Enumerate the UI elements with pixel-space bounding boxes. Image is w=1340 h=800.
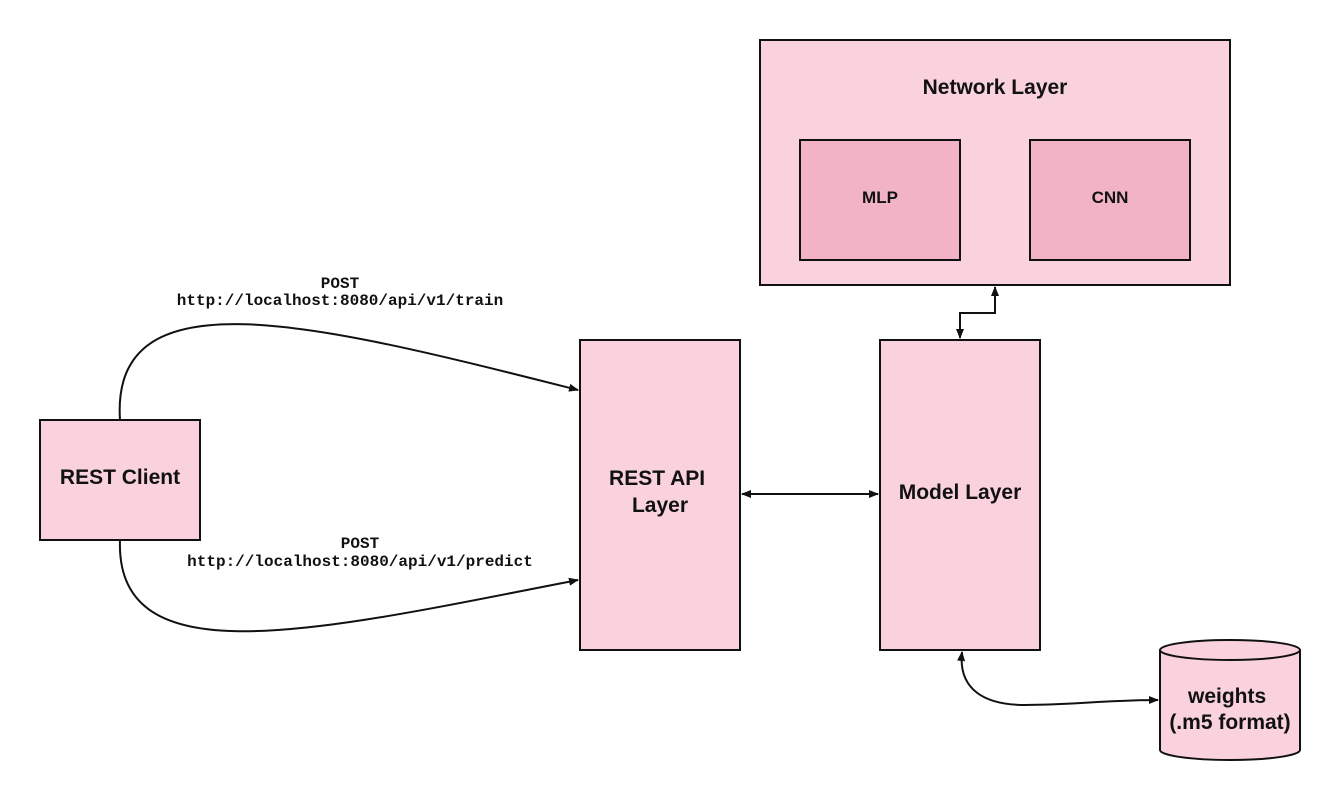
weights-label: weights (.m5 format) — [1169, 685, 1290, 734]
weights-label-line-2: (.m5 format) — [1169, 711, 1290, 734]
rest-api-layer-box — [579, 339, 741, 651]
model-layer-label: Model Layer — [899, 481, 1022, 504]
train-request-arrow — [118, 323, 579, 421]
model-weights-bidirectional-arrow — [957, 651, 1159, 707]
train-method-label: POST — [321, 275, 360, 293]
weights-store-node[interactable]: weights (.m5 format) — [1159, 639, 1301, 761]
cnn-label: CNN — [1092, 188, 1129, 207]
mlp-label: MLP — [862, 188, 898, 207]
weights-cylinder-top — [1159, 639, 1301, 661]
weights-label-line-1: weights — [1187, 685, 1266, 708]
train-url-label: http://localhost:8080/api/v1/train — [177, 292, 503, 310]
predict-method-label: POST — [341, 535, 380, 553]
model-layer-box — [879, 339, 1041, 651]
weights-cylinder-body — [1159, 650, 1301, 761]
rest-api-layer-label: REST API Layer — [609, 467, 711, 517]
rest-client-label: REST Client — [60, 466, 180, 489]
cnn-node[interactable]: CNN — [1029, 139, 1191, 261]
network-layer-node[interactable]: Network Layer MLP CNN — [759, 39, 1231, 286]
predict-request-arrow — [118, 539, 579, 633]
rest-client-box — [39, 419, 201, 541]
rest-api-layer-label-line-2: Layer — [632, 494, 688, 517]
model-network-bidirectional-arrow — [956, 286, 999, 339]
cnn-box — [1029, 139, 1191, 261]
model-layer-node[interactable]: Model Layer — [879, 339, 1041, 651]
mlp-node[interactable]: MLP — [799, 139, 961, 261]
rest-api-layer-node[interactable]: REST API Layer — [579, 339, 741, 651]
rest-api-layer-label-line-1: REST API — [609, 467, 705, 490]
network-layer-label: Network Layer — [923, 76, 1068, 99]
mlp-box — [799, 139, 961, 261]
rest-client-node[interactable]: REST Client — [39, 419, 201, 541]
predict-url-label: http://localhost:8080/api/v1/predict — [187, 553, 533, 571]
